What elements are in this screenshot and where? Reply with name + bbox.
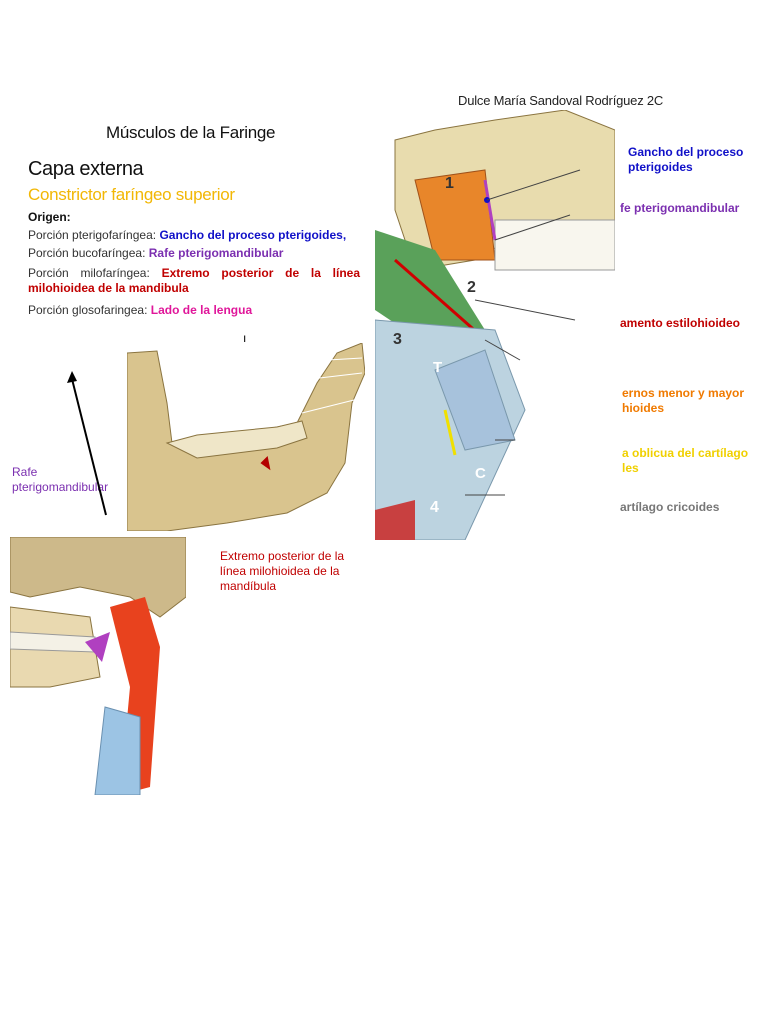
author-name: Dulce María Sandoval Rodríguez 2C (458, 93, 664, 108)
figure-number-1: 1 (445, 175, 454, 192)
figure-number-4: 4 (430, 499, 439, 516)
portion-name: Porción glosofaringea: (28, 303, 148, 317)
label-ligamento: amento estilohioideo (620, 316, 741, 330)
portion-target: Extremo posterior de la línea milohioide… (28, 266, 361, 295)
portion-target: Rafe pterigomandibular (148, 246, 284, 260)
lateral-pharynx-illustration: 1 2 3 T C 4 (375, 110, 615, 540)
portion-suffix: , (342, 228, 347, 242)
portion-name: Porción pterigofaríngea: (28, 228, 157, 242)
label-line: pterigomandibular (12, 480, 109, 494)
figure-number-2: 2 (467, 279, 476, 296)
arrow-rafe (67, 371, 107, 516)
page-title: Músculos de la Faringe (106, 123, 276, 142)
label-line: mandíbula (220, 579, 277, 593)
label-line: ernos menor y mayor (622, 386, 745, 400)
label-rafe-left: Rafe pterigomandibular (12, 465, 108, 495)
label-line: pterigoides (628, 160, 693, 174)
label-cuernos: ernos menor y mayor hioides (622, 386, 744, 416)
figure-number-3: 3 (393, 331, 402, 348)
origin-label: Origen: (28, 210, 71, 224)
portion-target: Lado de la lengua (150, 303, 253, 317)
label-line: línea milohioidea de la (220, 564, 340, 578)
portion-target: Gancho del proceso pterigoides (159, 228, 343, 242)
label-cricoides: artílago cricoides (620, 500, 720, 514)
label-line: hioides (622, 401, 665, 415)
portion-glosofaringea: Porción glosofaringea: Lado de la lengua (28, 303, 360, 318)
label-extremo-posterior: Extremo posterior de la línea milohioide… (220, 549, 344, 594)
tick-mark: ı (243, 331, 247, 345)
section-heading: Capa externa (28, 158, 144, 180)
label-line: Extremo posterior de la (220, 549, 345, 563)
label-line: Rafe (12, 465, 38, 479)
label-line: a oblicua del cartílago (622, 446, 749, 460)
label-line: les (622, 461, 639, 475)
mandible-illustration (127, 343, 365, 531)
label-rafe-right: fe pterigomandibular (620, 201, 740, 215)
label-gancho: Gancho del proceso pterigoides (628, 145, 743, 175)
muscle-heading: Constrictor faríngeo superior (28, 185, 235, 204)
portion-bucofaringea: Porción bucofaríngea: Rafe pterigomandib… (28, 246, 360, 261)
label-line: Gancho del proceso (628, 145, 744, 159)
portion-name: Porción milofaríngea: (28, 266, 150, 280)
portion-name: Porción bucofaríngea: (28, 246, 146, 260)
figure-letter-c: C (475, 465, 486, 482)
portion-milofaringea: Porción milofaríngea: Extremo posterior … (28, 266, 360, 295)
portion-pterigofaringea: Porción pterigofaríngea: Gancho del proc… (28, 228, 360, 243)
label-linea-oblicua: a oblicua del cartílago les (622, 446, 748, 476)
sagittal-head-illustration (10, 537, 186, 795)
figure-letter-t: T (433, 359, 442, 376)
